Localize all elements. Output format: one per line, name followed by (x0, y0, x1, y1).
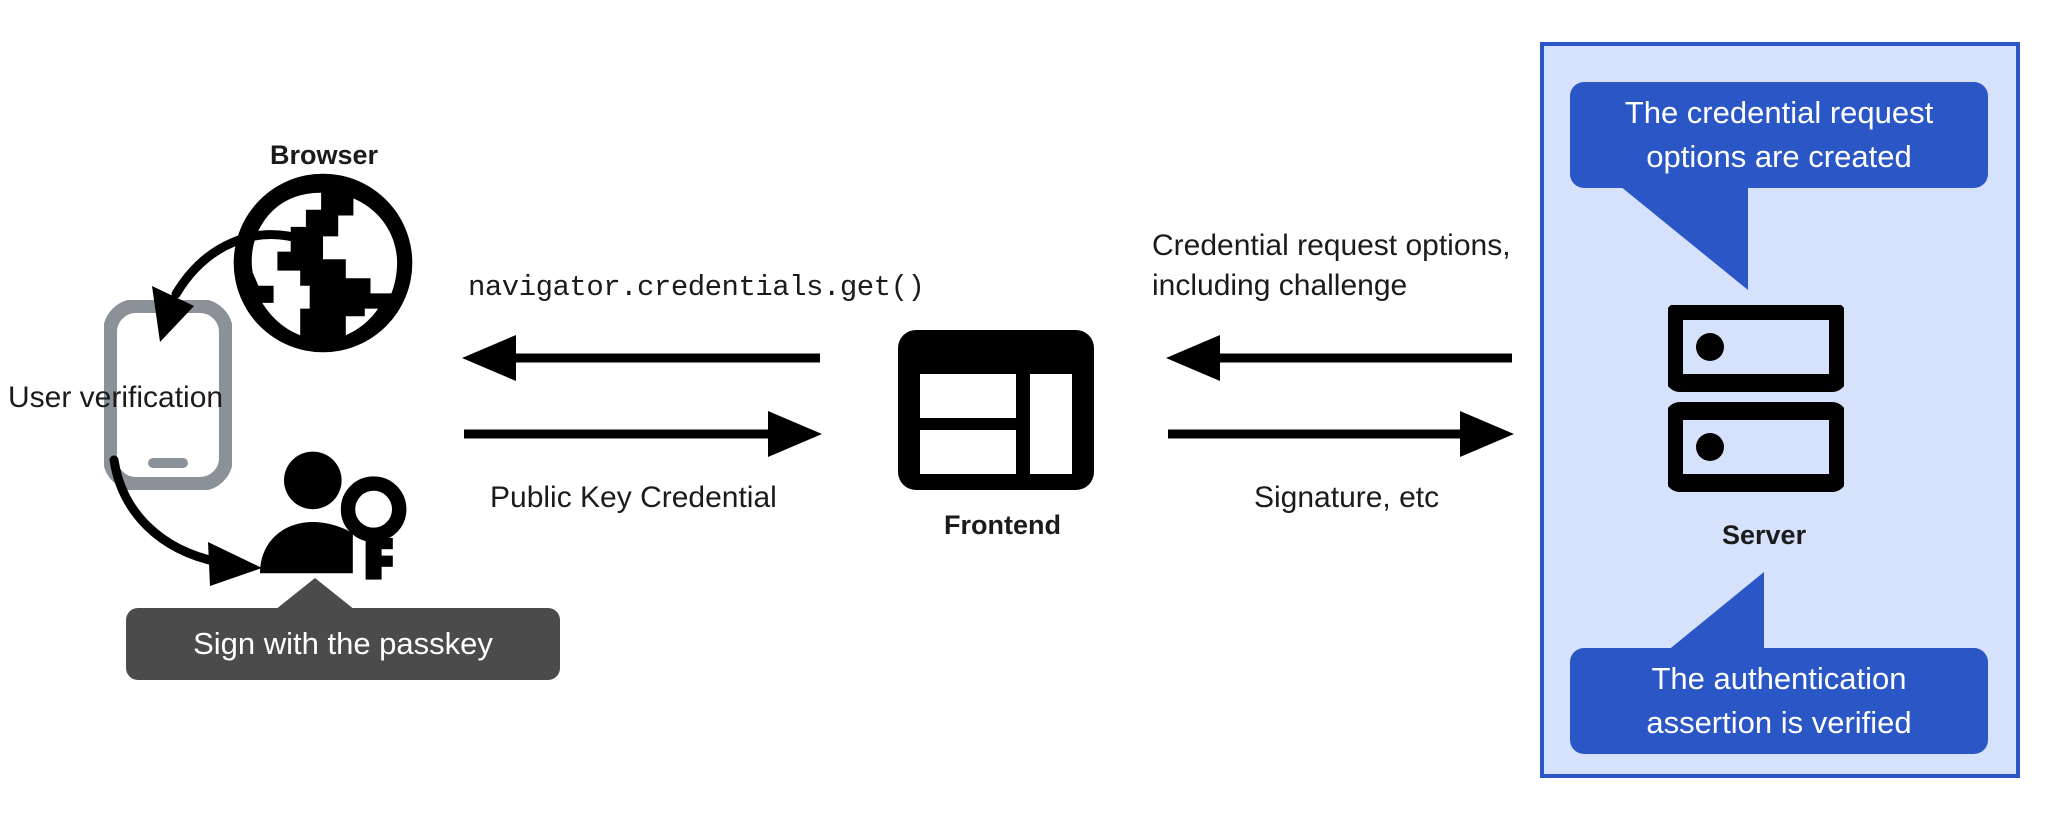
server-callout-top: The credential request options are creat… (1570, 82, 1988, 188)
arrow-phone-to-user (109, 455, 262, 586)
server-racks-icon (1668, 305, 1844, 492)
globe-icon (233, 173, 413, 353)
navigator-credentials-get-label: navigator.credentials.get() (468, 271, 925, 304)
public-key-credential-label: Public Key Credential (490, 481, 777, 514)
person-with-key-icon (260, 451, 407, 580)
arrow-right-bottom-left-side (464, 411, 822, 457)
window-layout-icon (898, 330, 1094, 490)
arrow-right-bottom-right-side (1168, 411, 1514, 457)
arrow-left-top-right-side (1166, 335, 1512, 381)
server-title: Server (1722, 520, 1807, 550)
arrow-browser-to-phone (152, 230, 309, 342)
callout-top-tail (1620, 186, 1748, 290)
frontend-title: Frontend (944, 510, 1061, 540)
server-callout-bottom: The authentication assertion is verified (1570, 648, 1988, 754)
signature-etc-label: Signature, etc (1254, 481, 1440, 514)
browser-title: Browser (270, 140, 379, 170)
sign-with-passkey-tooltip: Sign with the passkey (126, 608, 560, 680)
user-verification-label: User verification (8, 381, 224, 414)
arrow-left-top (462, 335, 820, 381)
credential-request-options-label: Credential request options, including ch… (1152, 229, 1511, 302)
